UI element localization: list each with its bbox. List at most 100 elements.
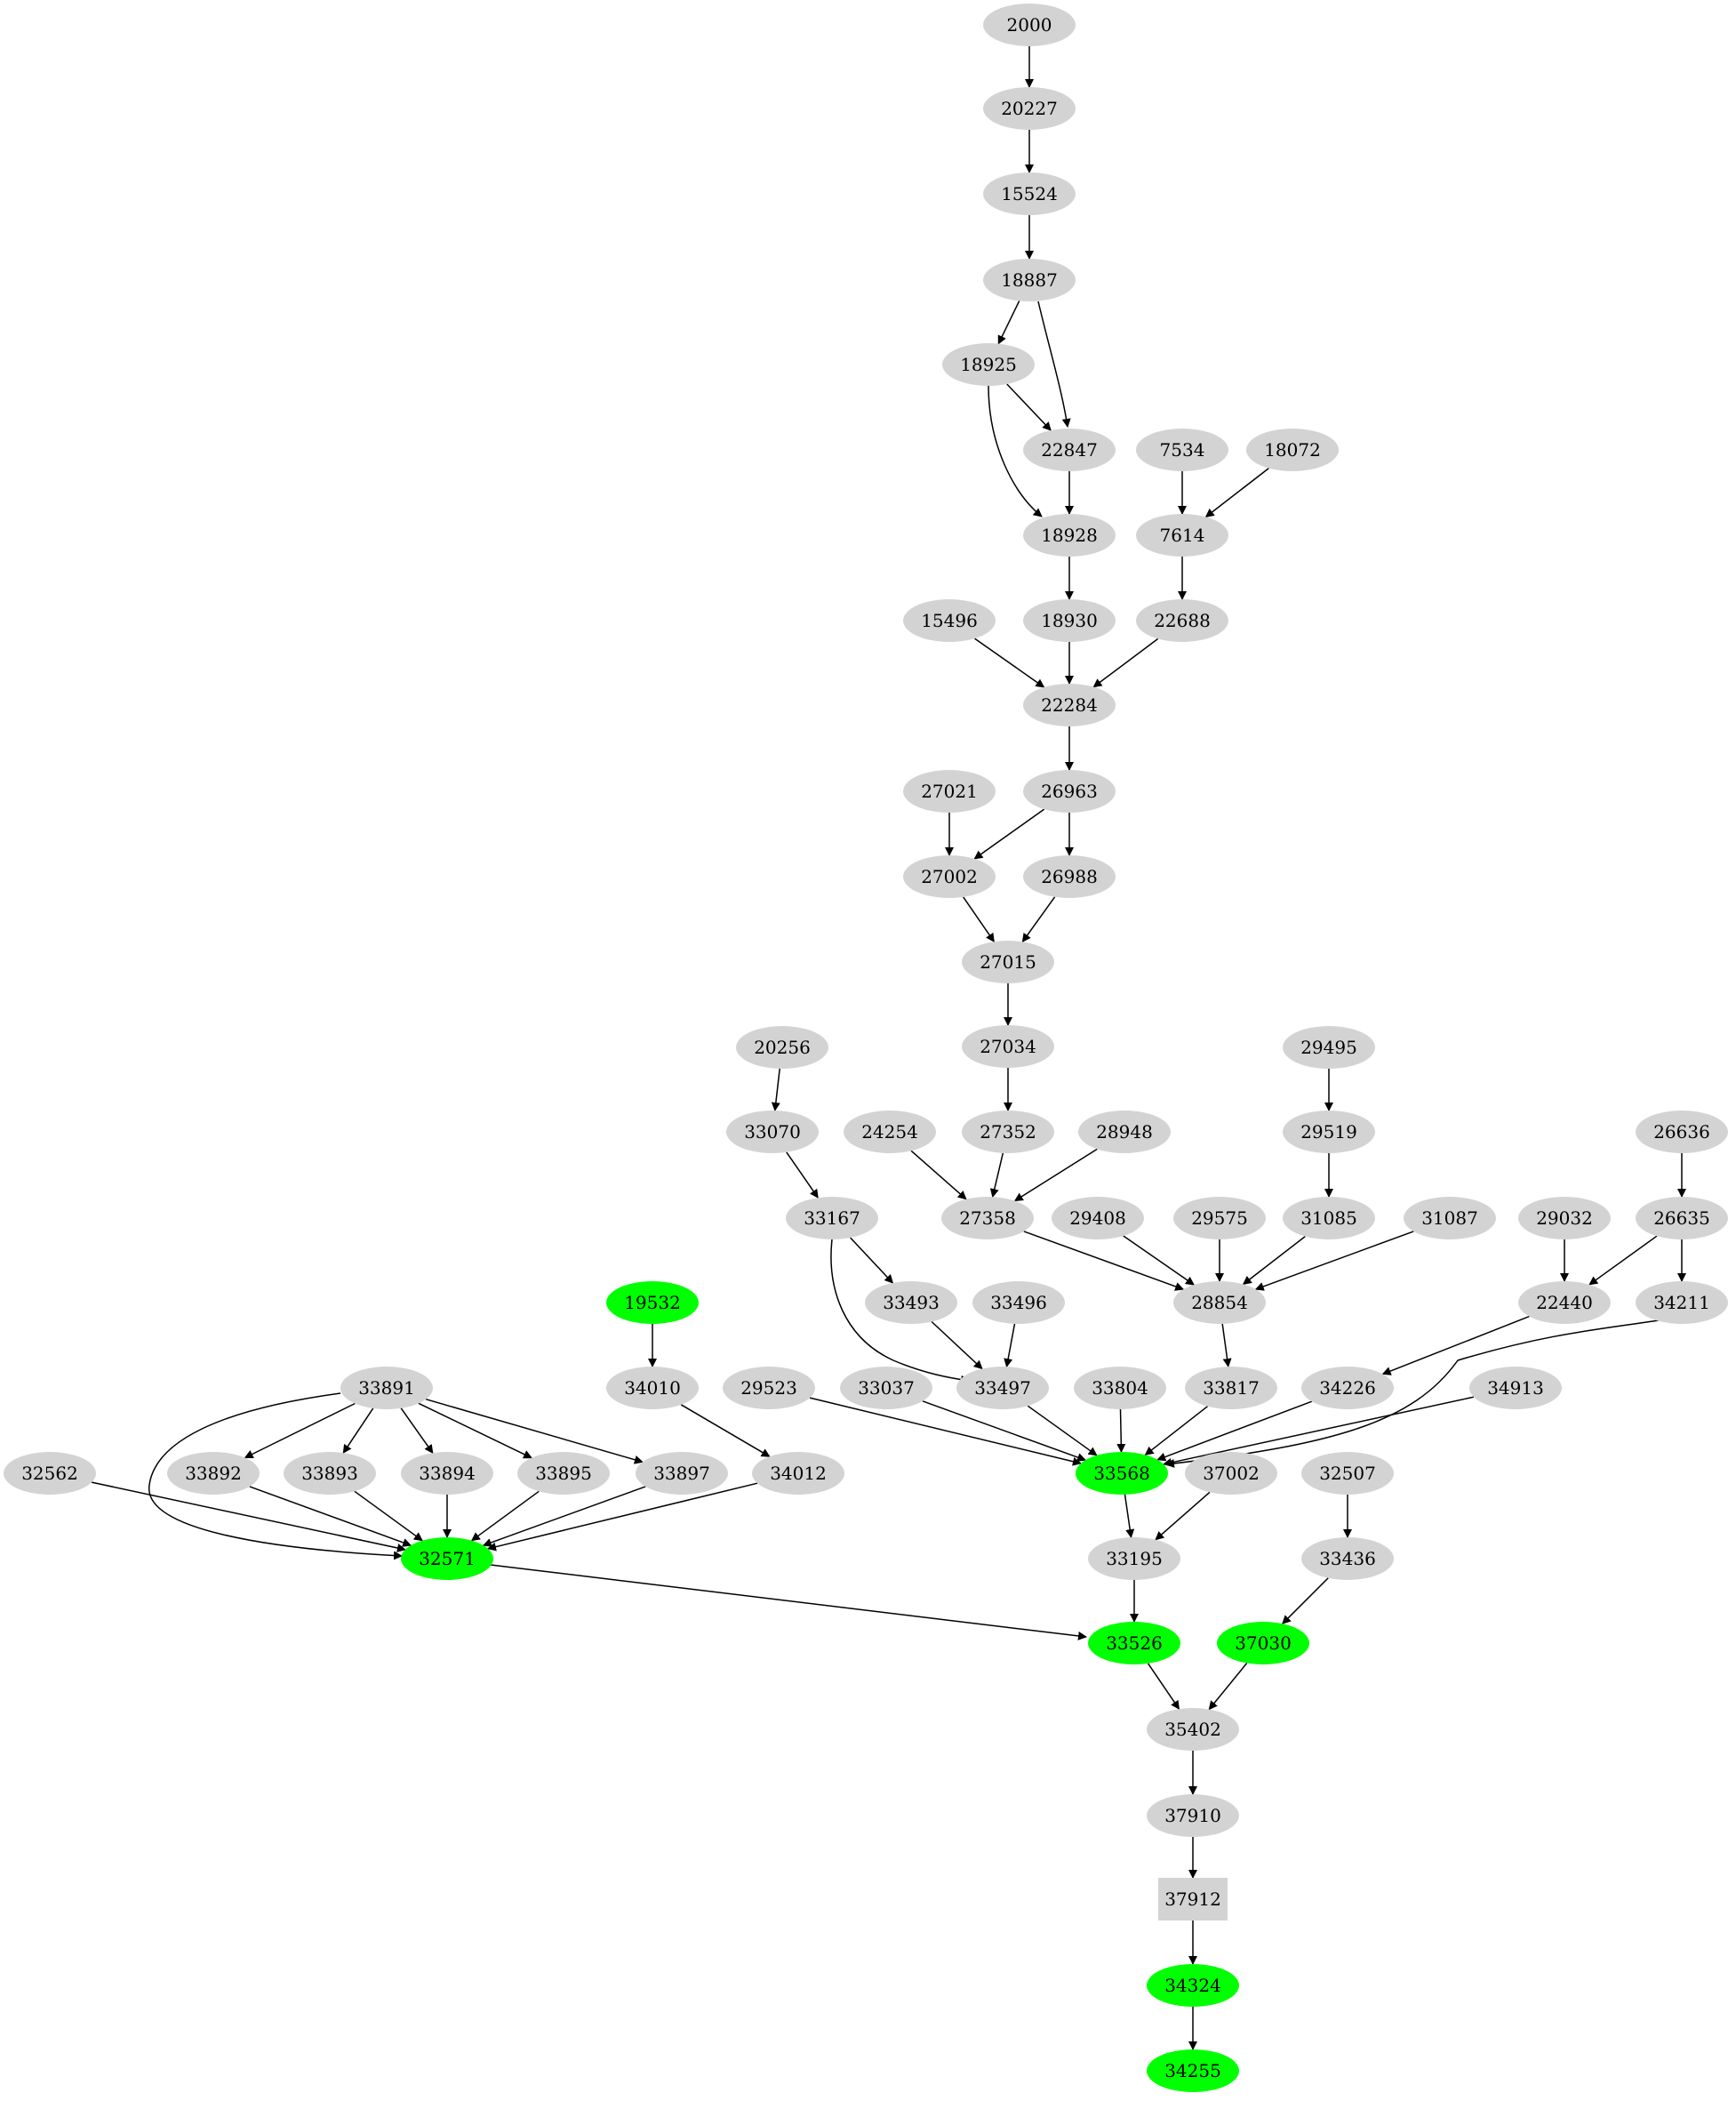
node-26635[interactable]: 26635 bbox=[1636, 1197, 1728, 1239]
node-26988[interactable]: 26988 bbox=[1023, 855, 1116, 898]
node-26963[interactable]: 26963 bbox=[1023, 770, 1116, 813]
node-label: 34010 bbox=[624, 1377, 681, 1399]
node-33436[interactable]: 33436 bbox=[1301, 1537, 1394, 1580]
node-22284[interactable]: 22284 bbox=[1023, 684, 1116, 726]
node-ellipse bbox=[1136, 514, 1228, 557]
node-label: 37910 bbox=[1164, 1805, 1221, 1826]
node-label: 22440 bbox=[1536, 1292, 1593, 1313]
node-34010[interactable]: 34010 bbox=[606, 1367, 699, 1409]
edge-33167-to-33493 bbox=[850, 1237, 894, 1284]
node-27352[interactable]: 27352 bbox=[962, 1111, 1054, 1153]
node-ellipse bbox=[1147, 1964, 1239, 2007]
node-18930[interactable]: 18930 bbox=[1023, 599, 1116, 642]
node-22440[interactable]: 22440 bbox=[1518, 1281, 1611, 1324]
node-18887[interactable]: 18887 bbox=[983, 259, 1076, 301]
node-label: 33893 bbox=[301, 1463, 358, 1484]
edge-33804-to-33568 bbox=[1116, 1408, 1126, 1453]
node-label: 28948 bbox=[1096, 1121, 1153, 1143]
node-27002[interactable]: 27002 bbox=[903, 855, 996, 898]
node-28854[interactable]: 28854 bbox=[1173, 1281, 1266, 1324]
node-ellipse bbox=[1217, 1622, 1309, 1664]
node-27015[interactable]: 27015 bbox=[962, 941, 1054, 983]
node-29575[interactable]: 29575 bbox=[1173, 1197, 1266, 1239]
node-33892[interactable]: 33892 bbox=[167, 1452, 260, 1495]
node-33526[interactable]: 33526 bbox=[1088, 1622, 1180, 1664]
node-ellipse bbox=[1404, 1197, 1496, 1239]
node-label: 26635 bbox=[1653, 1207, 1710, 1229]
node-31085[interactable]: 31085 bbox=[1283, 1197, 1375, 1239]
node-32507[interactable]: 32507 bbox=[1301, 1452, 1394, 1495]
node-37002[interactable]: 37002 bbox=[1185, 1452, 1277, 1495]
node-ellipse bbox=[1518, 1281, 1611, 1324]
node-33167[interactable]: 33167 bbox=[786, 1197, 878, 1239]
node-33496[interactable]: 33496 bbox=[972, 1281, 1065, 1324]
node-27021[interactable]: 27021 bbox=[903, 770, 996, 813]
node-7614[interactable]: 7614 bbox=[1136, 514, 1228, 557]
node-35402[interactable]: 35402 bbox=[1147, 1708, 1239, 1751]
node-15496[interactable]: 15496 bbox=[903, 599, 996, 642]
node-18928[interactable]: 18928 bbox=[1023, 514, 1116, 557]
node-33817[interactable]: 33817 bbox=[1185, 1367, 1277, 1409]
node-22688[interactable]: 22688 bbox=[1136, 599, 1228, 642]
edge-31085-to-28854 bbox=[1242, 1236, 1306, 1286]
node-33894[interactable]: 33894 bbox=[401, 1452, 493, 1495]
edge-33891-to-33897 bbox=[425, 1398, 644, 1464]
node-33070[interactable]: 33070 bbox=[726, 1111, 819, 1153]
edge-28854-to-33817 bbox=[1221, 1323, 1232, 1367]
node-33897[interactable]: 33897 bbox=[636, 1452, 728, 1495]
node-28948[interactable]: 28948 bbox=[1078, 1111, 1171, 1153]
node-33493[interactable]: 33493 bbox=[865, 1281, 957, 1324]
node-ellipse bbox=[1074, 1367, 1166, 1409]
node-32562[interactable]: 32562 bbox=[4, 1452, 96, 1495]
node-29408[interactable]: 29408 bbox=[1052, 1197, 1144, 1239]
node-2000[interactable]: 2000 bbox=[983, 4, 1076, 46]
node-34324[interactable]: 34324 bbox=[1147, 1964, 1239, 2007]
node-ellipse bbox=[1185, 1367, 1277, 1409]
node-34211[interactable]: 34211 bbox=[1636, 1281, 1728, 1324]
node-34913[interactable]: 34913 bbox=[1469, 1367, 1562, 1409]
node-29523[interactable]: 29523 bbox=[723, 1367, 815, 1409]
node-18925[interactable]: 18925 bbox=[942, 343, 1035, 386]
node-19532[interactable]: 19532 bbox=[606, 1281, 699, 1324]
node-33895[interactable]: 33895 bbox=[517, 1452, 610, 1495]
node-label: 15496 bbox=[921, 610, 978, 631]
node-26636[interactable]: 26636 bbox=[1636, 1111, 1728, 1153]
node-29032[interactable]: 29032 bbox=[1518, 1197, 1611, 1239]
node-22847[interactable]: 22847 bbox=[1023, 429, 1116, 471]
nodes-layer: 2000 20227 15524 18887 18925 22847 7534 18072 18… bbox=[4, 4, 1728, 2092]
node-15524[interactable]: 15524 bbox=[983, 172, 1076, 215]
node-18072[interactable]: 18072 bbox=[1246, 429, 1339, 471]
node-29495[interactable]: 29495 bbox=[1283, 1026, 1375, 1069]
node-29519[interactable]: 29519 bbox=[1283, 1111, 1375, 1153]
node-20227[interactable]: 20227 bbox=[983, 87, 1076, 130]
node-ellipse bbox=[1076, 1452, 1168, 1495]
node-label: 7614 bbox=[1160, 525, 1205, 546]
node-33568[interactable]: 33568 bbox=[1076, 1452, 1168, 1495]
node-33037[interactable]: 33037 bbox=[840, 1367, 932, 1409]
node-33891[interactable]: 33891 bbox=[340, 1367, 433, 1409]
node-33195[interactable]: 33195 bbox=[1088, 1537, 1180, 1580]
edge-33891-to-33892 bbox=[244, 1402, 356, 1459]
node-ellipse bbox=[956, 1367, 1049, 1409]
node-ellipse bbox=[606, 1281, 699, 1324]
node-31087[interactable]: 31087 bbox=[1404, 1197, 1496, 1239]
node-32571[interactable]: 32571 bbox=[401, 1537, 493, 1580]
node-34226[interactable]: 34226 bbox=[1301, 1367, 1394, 1409]
node-34012[interactable]: 34012 bbox=[752, 1452, 844, 1495]
node-20256[interactable]: 20256 bbox=[736, 1026, 828, 1069]
node-ellipse bbox=[284, 1452, 376, 1495]
node-37910[interactable]: 37910 bbox=[1147, 1794, 1239, 1837]
node-37912[interactable]: 37912 bbox=[1158, 1878, 1228, 1921]
node-34255[interactable]: 34255 bbox=[1147, 2049, 1239, 2092]
node-label: 22688 bbox=[1154, 610, 1211, 631]
node-27034[interactable]: 27034 bbox=[962, 1025, 1054, 1068]
node-33497[interactable]: 33497 bbox=[956, 1367, 1049, 1409]
node-ellipse bbox=[1023, 770, 1116, 813]
node-33804[interactable]: 33804 bbox=[1074, 1367, 1166, 1409]
node-box bbox=[1158, 1878, 1228, 1921]
node-7534[interactable]: 7534 bbox=[1136, 429, 1228, 471]
node-37030[interactable]: 37030 bbox=[1217, 1622, 1309, 1664]
node-33893[interactable]: 33893 bbox=[284, 1452, 376, 1495]
node-24254[interactable]: 24254 bbox=[844, 1111, 936, 1153]
node-27358[interactable]: 27358 bbox=[941, 1197, 1034, 1239]
